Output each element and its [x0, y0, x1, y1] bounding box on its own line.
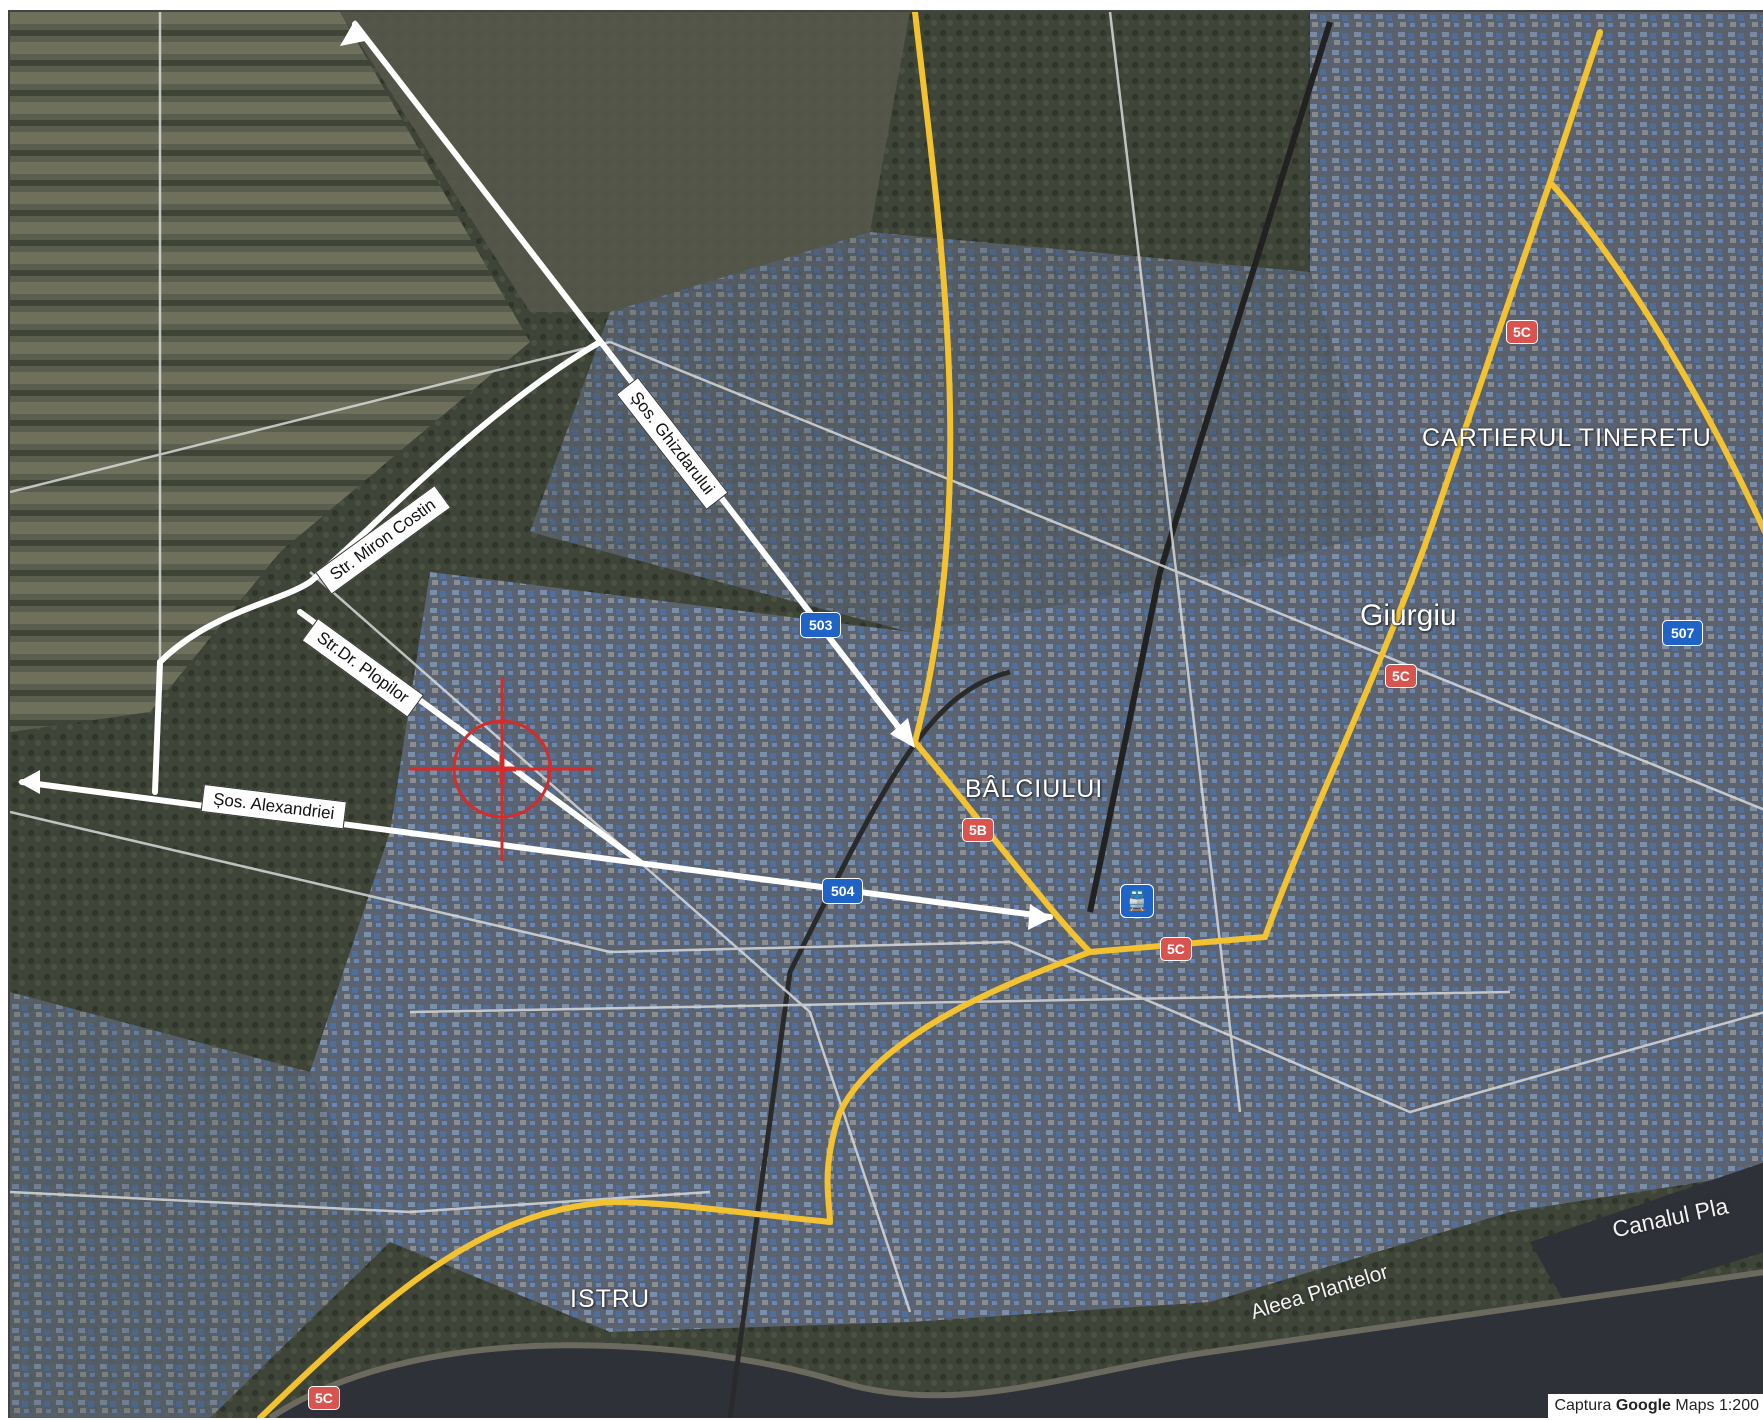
road-shield-5c: 5C — [1506, 320, 1538, 344]
secondary-roads — [10, 12, 1763, 1313]
fields-west — [10, 12, 530, 732]
train-station-icon[interactable]: 🚆 — [1120, 884, 1154, 918]
riverbank — [268, 1269, 1763, 1418]
railway-line — [1087, 21, 1333, 913]
road-shield-5b: 5B — [962, 818, 994, 842]
railway-curve — [727, 669, 1011, 1418]
urban-east — [1310, 12, 1763, 572]
road-shield-5c: 5C — [308, 1386, 340, 1410]
district-balciului-label: BÂLCIULUI — [965, 775, 1104, 803]
map-caption: Captura Google Maps 1:200 — [1548, 1394, 1763, 1418]
urban-southwest — [10, 992, 390, 1418]
target-crosshair-icon — [410, 677, 594, 861]
caption-brand: Google — [1615, 1397, 1671, 1414]
road-shield-507: 507 — [1662, 620, 1704, 646]
arrow-heads — [18, 20, 1052, 930]
urban-center — [310, 532, 1763, 1332]
caption-prefix: Captura — [1554, 1397, 1616, 1414]
road-shield-503: 503 — [800, 612, 842, 638]
map-frame[interactable]: CARTIERUL TINERETU BÂLCIULUI ISTRU Giurg… — [8, 10, 1763, 1418]
canal-water — [1530, 1162, 1763, 1312]
caption-suffix: Maps 1:200 — [1670, 1397, 1759, 1414]
fields-north — [340, 12, 910, 312]
main-roads — [257, 12, 1763, 1418]
district-istru-label: ISTRU — [570, 1285, 650, 1313]
district-tineretului-label: CARTIERUL TINERETU — [1422, 424, 1712, 452]
road-shield-504: 504 — [822, 878, 864, 904]
road-shield-5c: 5C — [1385, 664, 1417, 688]
road-shield-5c: 5C — [1160, 937, 1192, 961]
river-water — [270, 1272, 1763, 1418]
city-giurgiu-label: Giurgiu — [1360, 599, 1457, 632]
satellite-map[interactable] — [10, 12, 1763, 1418]
